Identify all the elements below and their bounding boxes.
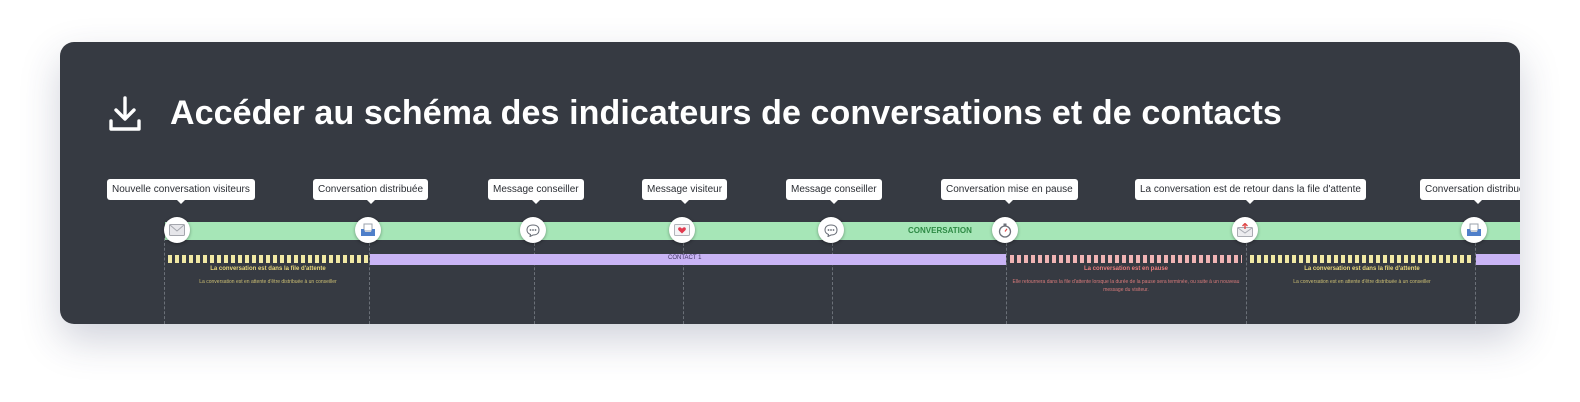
event-guide-line: [369, 238, 370, 324]
segment-title: La conversation est dans la file d'atten…: [1304, 266, 1420, 272]
conversation-track-label: CONVERSATION: [908, 226, 972, 235]
envelope-icon: [164, 217, 190, 243]
pause-segment-bar: [1010, 255, 1242, 263]
segment-description: La conversation est en attente d'être di…: [199, 279, 337, 285]
event-guide-line: [683, 238, 684, 324]
event-tag: Message conseiller: [488, 179, 584, 204]
page-title: Accéder au schéma des indicateurs de con…: [170, 94, 1282, 132]
event-guide-line: [1006, 238, 1007, 324]
download-schema-link[interactable]: Accéder au schéma des indicateurs de con…: [108, 94, 1282, 133]
event-tag: Message visiteur: [642, 179, 728, 204]
queue-segment-bar: [168, 255, 368, 263]
event-guide-line: [164, 238, 165, 324]
segment-title: La conversation est en pause: [1083, 266, 1169, 272]
event-tag: Conversation mise en pause: [941, 179, 1078, 204]
event-guide-line: [832, 238, 833, 324]
letter-arrow-icon: [1232, 217, 1258, 243]
segment-description: Elle retournera dans la file d'attente l…: [1012, 279, 1240, 293]
event-tag: Conversation distribuée: [313, 179, 429, 204]
queue-segment-bar: [1250, 255, 1474, 263]
segment-description: La conversation est en attente d'être di…: [1293, 279, 1431, 285]
contact-label: CONTACT 1: [668, 255, 702, 261]
speech-bubble-icon: [818, 217, 844, 243]
speech-bubble-icon: [520, 217, 546, 243]
event-tag: Nouvelle conversation visiteurs: [107, 179, 255, 204]
contact-bar: [370, 254, 1006, 265]
event-tag: Conversation distribuée: [1420, 179, 1520, 204]
stopwatch-icon: [992, 217, 1018, 243]
event-tag: La conversation est de retour dans la fi…: [1135, 179, 1366, 204]
indicators-card[interactable]: Accéder au schéma des indicateurs de con…: [60, 42, 1520, 324]
contact-bar: [1476, 254, 1520, 265]
event-guide-line: [1246, 238, 1247, 324]
inbox-tray-icon: [1461, 217, 1487, 243]
event-guide-line: [534, 238, 535, 324]
event-tag: Message conseiller: [786, 179, 882, 204]
inbox-tray-icon: [355, 217, 381, 243]
heart-letter-icon: [669, 217, 695, 243]
segment-title: La conversation est dans la file d'atten…: [210, 266, 326, 272]
download-icon: [109, 95, 141, 131]
event-guide-line: [1475, 238, 1476, 324]
